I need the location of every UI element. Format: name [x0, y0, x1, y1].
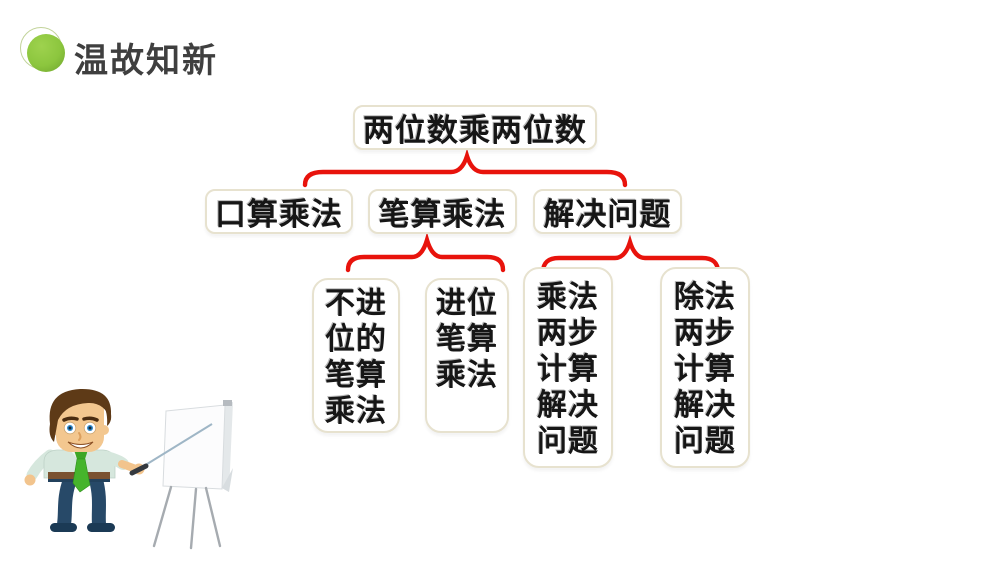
page-title: 温故知新 [74, 41, 218, 81]
node-no-carry-written-mult: 不进 位的 笔算 乘法 [312, 278, 400, 433]
node-carry-written-mult: 进位 笔算 乘法 [425, 278, 509, 433]
node-problem-solving: 解决问题 [533, 189, 682, 234]
presenter-illustration [24, 388, 233, 550]
node-written-multiplication: 笔算乘法 [368, 189, 517, 234]
slide-header: 温故知新 [0, 0, 1000, 81]
node-oral-multiplication: 口算乘法 [205, 189, 353, 234]
brace-level2-written [345, 232, 506, 273]
green-dot-icon [20, 27, 68, 75]
brace-level1 [302, 148, 628, 188]
node-div-two-step-problems: 除法 两步 计算 解决 问题 [660, 267, 750, 468]
node-two-digit-multiplication: 两位数乘两位数 [353, 105, 597, 150]
node-mult-two-step-problems: 乘法 两步 计算 解决 问题 [523, 267, 613, 468]
